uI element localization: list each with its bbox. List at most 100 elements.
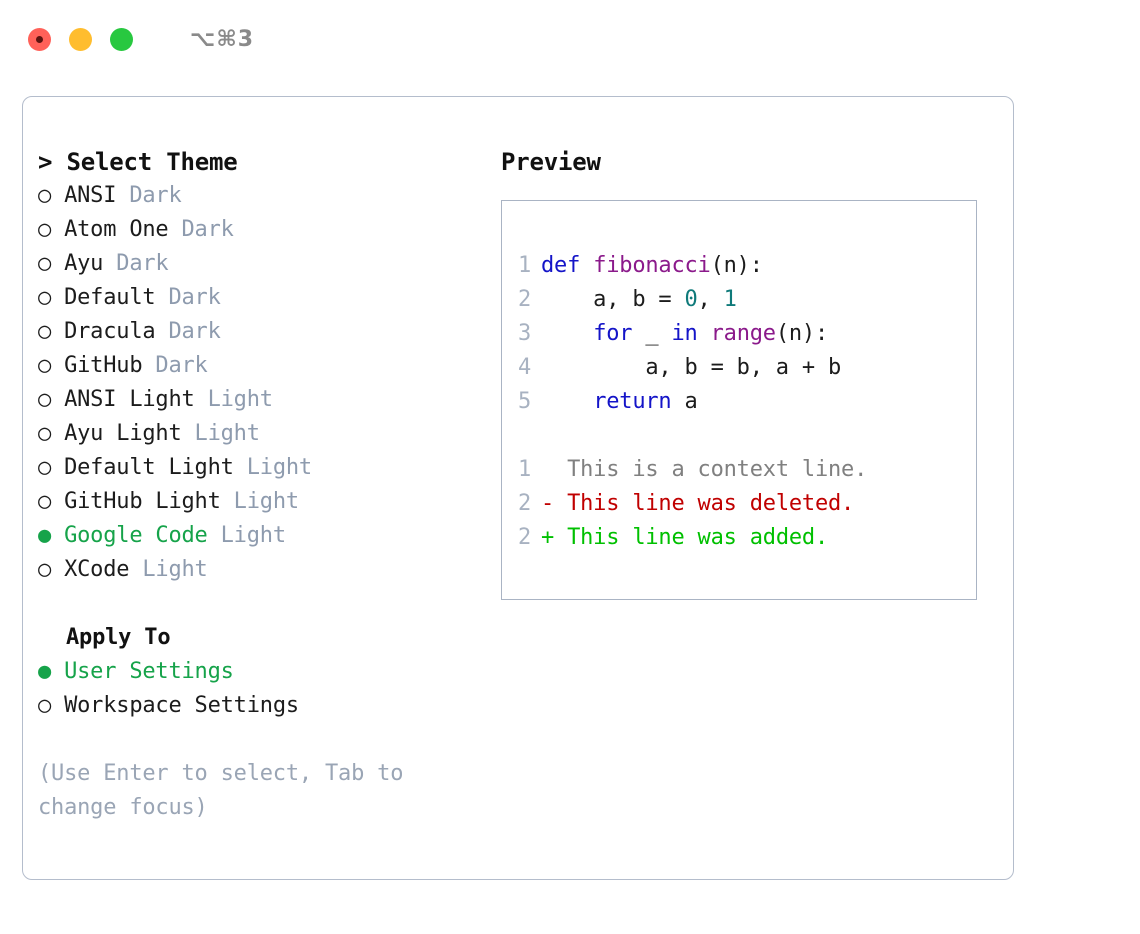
- code-token: range: [710, 321, 776, 346]
- theme-list-item[interactable]: ○ Dracula Dark: [38, 315, 478, 349]
- code-token: _: [632, 321, 672, 346]
- radio-selected-icon: ●: [38, 523, 52, 548]
- diff-line: 1 This is a context line.: [502, 453, 976, 487]
- theme-variant-tag: Light: [233, 455, 312, 480]
- radio-unselected-icon: ○: [38, 285, 52, 310]
- theme-name-label: Dracula: [51, 319, 156, 344]
- code-line-number: 3: [517, 321, 531, 346]
- theme-variant-tag: Dark: [103, 251, 169, 276]
- apply-to-label: User Settings: [51, 659, 234, 684]
- code-token: 1: [723, 287, 737, 312]
- radio-unselected-icon: ○: [38, 319, 52, 344]
- close-button-icon[interactable]: [28, 27, 51, 51]
- radio-unselected-icon: ○: [38, 557, 52, 582]
- code-line: 3 for _ in range(n):: [502, 317, 976, 351]
- theme-list-item[interactable]: ○ GitHub Light Light: [38, 485, 478, 519]
- diff-marker: [541, 457, 554, 482]
- diff-line: 2- This line was deleted.: [502, 487, 976, 521]
- diff-text: This is a context line.: [554, 457, 868, 482]
- theme-list-item[interactable]: ○ ANSI Dark: [38, 179, 478, 213]
- keyboard-hint-text: (Use Enter to select, Tab to change focu…: [38, 761, 404, 820]
- theme-list-item[interactable]: ○ Ayu Dark: [38, 247, 478, 281]
- theme-name-label: Ayu Light: [51, 421, 182, 446]
- theme-name-label: GitHub: [51, 353, 143, 378]
- code-line: 2 a, b = 0, 1: [502, 283, 976, 317]
- code-token: def: [541, 253, 594, 278]
- radio-unselected-icon: ○: [38, 183, 52, 208]
- traffic-light-controls: [28, 27, 133, 51]
- radio-unselected-icon: ○: [38, 489, 52, 514]
- radio-unselected-icon: ○: [38, 421, 52, 446]
- code-token: fibonacci: [593, 253, 711, 278]
- code-line-number: 4: [517, 355, 531, 380]
- theme-list-item[interactable]: ○ Atom One Dark: [38, 213, 478, 247]
- theme-name-label: GitHub Light: [51, 489, 221, 514]
- code-token: [541, 389, 593, 414]
- theme-name-label: XCode: [51, 557, 130, 582]
- radio-selected-icon: ●: [38, 659, 52, 684]
- list-spacer: [38, 587, 478, 621]
- code-line-number: 1: [517, 253, 531, 278]
- theme-list-item[interactable]: ○ Default Light Light: [38, 451, 478, 485]
- preview-title: Preview: [501, 148, 601, 176]
- apply-to-list-item[interactable]: ● User Settings: [38, 655, 478, 689]
- maximize-button-icon[interactable]: [110, 27, 133, 51]
- theme-variant-tag: Dark: [142, 353, 208, 378]
- code-token: 0: [684, 287, 698, 312]
- code-token: for: [593, 321, 633, 346]
- theme-variant-tag: Dark: [116, 183, 182, 208]
- code-line: 4 a, b = b, a + b: [502, 351, 976, 385]
- diff-line-number: 2: [517, 525, 531, 550]
- code-token: a, b = b, a + b: [541, 355, 842, 380]
- code-token: a, b =: [541, 287, 685, 312]
- theme-list-item[interactable]: ○ XCode Light: [38, 553, 478, 587]
- diff-sample-block: 1 This is a context line.2- This line wa…: [502, 453, 976, 555]
- theme-name-label: Ayu: [51, 251, 104, 276]
- code-token: ,: [697, 287, 724, 312]
- apply-to-list-item[interactable]: ○ Workspace Settings: [38, 689, 478, 723]
- radio-unselected-icon: ○: [38, 251, 52, 276]
- theme-variant-tag: Light: [181, 421, 260, 446]
- theme-variant-tag: Light: [220, 489, 299, 514]
- theme-list-item[interactable]: ○ Ayu Light Light: [38, 417, 478, 451]
- code-token: return: [593, 389, 672, 414]
- panel-columns: > Select Theme ○ ANSI Dark○ Atom One Dar…: [23, 97, 1013, 879]
- theme-variant-tag: Light: [207, 523, 286, 548]
- diff-text: This line was deleted.: [554, 491, 855, 516]
- diff-text: This line was added.: [554, 525, 828, 550]
- theme-list[interactable]: ○ ANSI Dark○ Atom One Dark○ Ayu Dark○ De…: [38, 179, 478, 587]
- radio-unselected-icon: ○: [38, 693, 52, 718]
- radio-unselected-icon: ○: [38, 455, 52, 480]
- radio-unselected-icon: ○: [38, 387, 52, 412]
- code-line-number: 2: [517, 287, 531, 312]
- theme-variant-tag: Light: [194, 387, 273, 412]
- code-line: 5 return a: [502, 385, 976, 419]
- theme-name-label: Atom One: [51, 217, 169, 242]
- theme-list-item[interactable]: ○ GitHub Dark: [38, 349, 478, 383]
- main-panel: > Select Theme ○ ANSI Dark○ Atom One Dar…: [22, 96, 1014, 880]
- theme-picker-column: > Select Theme ○ ANSI Dark○ Atom One Dar…: [38, 145, 478, 825]
- theme-list-item[interactable]: ○ ANSI Light Light: [38, 383, 478, 417]
- code-token: [541, 321, 593, 346]
- minimize-button-icon[interactable]: [69, 27, 92, 51]
- code-token: (n):: [775, 321, 829, 346]
- theme-name-label: Google Code: [51, 523, 208, 548]
- theme-variant-tag: Dark: [168, 217, 234, 242]
- theme-variant-tag: Dark: [155, 319, 221, 344]
- theme-variant-tag: Light: [129, 557, 208, 582]
- code-diff-separator: [502, 419, 976, 453]
- select-theme-header: > Select Theme: [38, 148, 238, 176]
- keyboard-shortcut-label: ⌥⌘3: [190, 26, 255, 52]
- code-line-number: 5: [517, 389, 531, 414]
- theme-list-item[interactable]: ● Google Code Light: [38, 519, 478, 553]
- theme-name-label: ANSI Light: [51, 387, 195, 412]
- theme-list-item[interactable]: ○ Default Dark: [38, 281, 478, 315]
- theme-name-label: Default Light: [51, 455, 234, 480]
- radio-unselected-icon: ○: [38, 353, 52, 378]
- apply-to-list[interactable]: ● User Settings○ Workspace Settings: [38, 655, 478, 723]
- diff-line: 2+ This line was added.: [502, 521, 976, 555]
